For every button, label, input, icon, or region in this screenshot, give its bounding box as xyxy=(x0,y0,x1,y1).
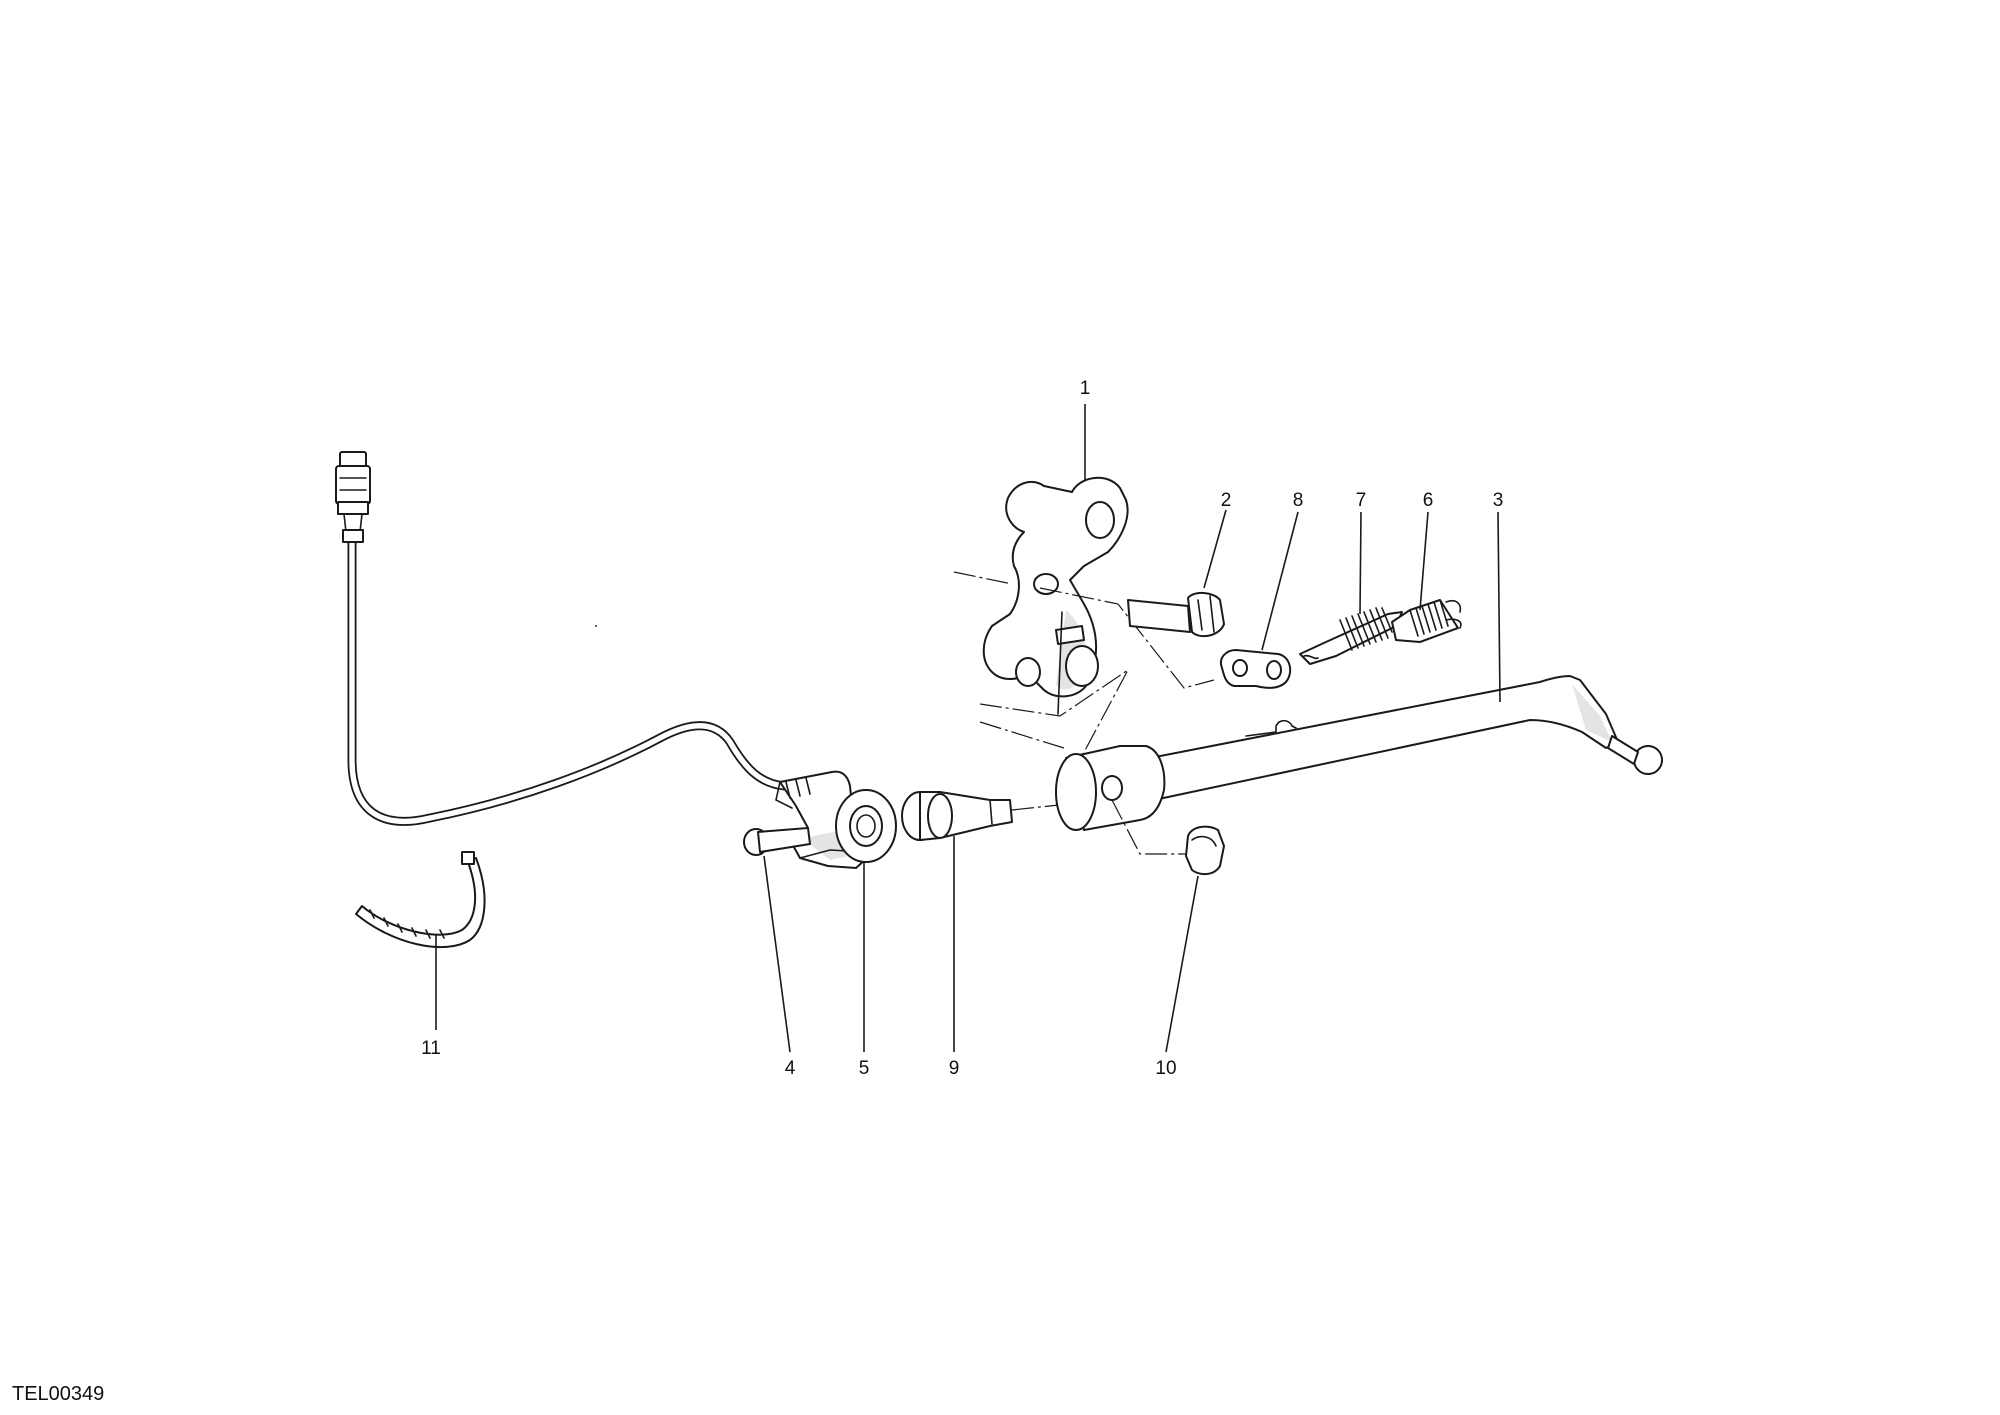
callout-5: 5 xyxy=(859,1058,870,1079)
part-5-stand-switch xyxy=(775,770,897,869)
part-8-plate xyxy=(1220,649,1292,689)
part-10-nut xyxy=(1185,825,1225,876)
callout-labels: 1 2 3 4 5 6 7 8 9 10 11 xyxy=(421,378,1503,1079)
part-6-spring xyxy=(1391,599,1462,643)
callout-7: 7 xyxy=(1356,490,1367,511)
callout-9: 9 xyxy=(949,1058,960,1079)
callout-10: 10 xyxy=(1155,1058,1176,1079)
callout-1: 1 xyxy=(1080,378,1091,399)
callout-2: 2 xyxy=(1221,490,1232,511)
callout-3: 3 xyxy=(1493,490,1504,511)
part-2-bolt xyxy=(1127,592,1225,638)
part-9-pivot-pin xyxy=(901,791,1013,841)
callout-4: 4 xyxy=(785,1058,796,1079)
part-3-side-stand xyxy=(1055,675,1663,831)
part-4-screw xyxy=(743,827,811,856)
callout-8: 8 xyxy=(1293,490,1304,511)
drawing-code: TEL00349 xyxy=(12,1383,104,1405)
wiring-harness xyxy=(335,451,790,826)
electrical-connector xyxy=(335,451,371,543)
leader-lines xyxy=(435,404,1501,1053)
part-1-mounting-bracket xyxy=(982,476,1129,715)
callout-6: 6 xyxy=(1423,490,1434,511)
part-11-cable-tie xyxy=(355,851,486,949)
part-7-spring xyxy=(1299,607,1403,665)
callout-11: 11 xyxy=(421,1038,441,1059)
